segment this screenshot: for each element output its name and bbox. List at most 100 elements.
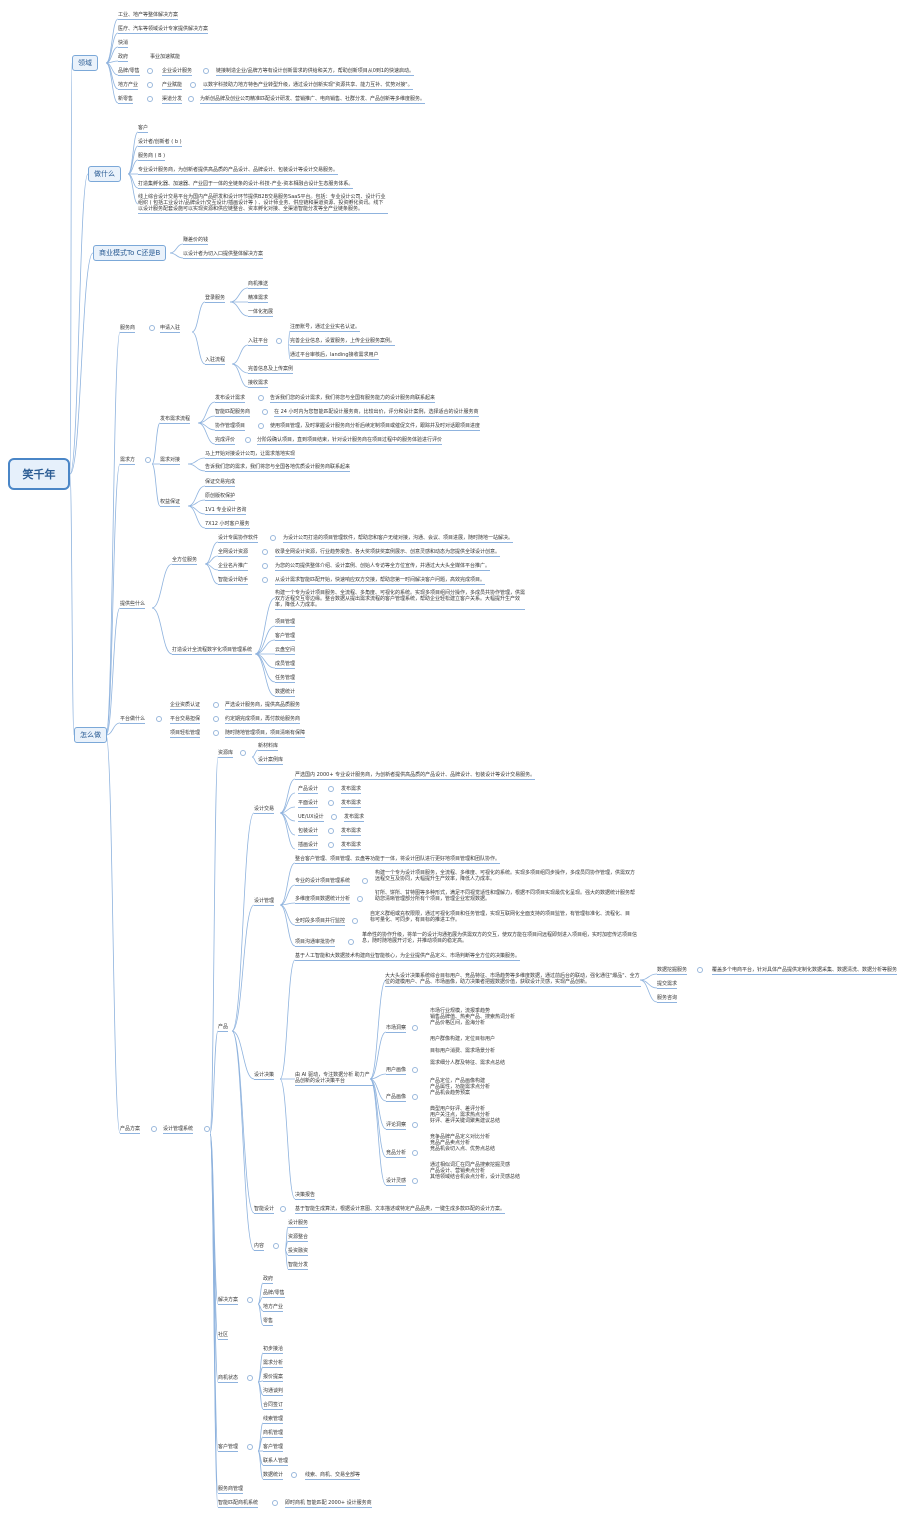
resource-item: 设计案例库 [258,757,284,765]
collapse-icon[interactable] [412,1122,418,1128]
what-item-2: 设计者/创新者 ( b ) [138,139,182,147]
full-service-node: 全方位服务 [172,557,198,565]
collapse-icon[interactable] [328,800,334,806]
collapse-icon[interactable] [348,939,354,945]
root-node[interactable]: 笑千年 [8,458,70,490]
collapse-icon[interactable] [328,828,334,834]
collapse-icon[interactable] [412,1025,418,1031]
connector-line [151,422,161,465]
publish-button[interactable]: 发布需求 [341,786,362,794]
collapse-icon[interactable] [412,1094,418,1100]
connector-line [231,812,255,1032]
manage-item-desc: 构建一个专为设计项目服务，全流程、多维度、可视化的系统。实现多项目组同步操作，多… [375,870,636,882]
collapse-icon[interactable] [213,716,219,722]
manage-desc: 整合客户管理、项目管理、云盘等功能于一体，将设计团队进行更好地项目管理和团队协作… [295,856,501,864]
collapse-icon[interactable] [213,702,219,708]
connector-line [279,862,296,906]
collapse-icon[interactable] [213,730,219,736]
pm-item: 数据统计 [275,689,296,697]
collapse-icon[interactable] [272,1500,278,1506]
analysis-node: 竞品分析 [386,1150,407,1158]
collapse-icon[interactable] [331,814,337,820]
collapse-icon[interactable] [247,1375,253,1381]
connector-line [279,904,296,926]
solution-item: 零售 [263,1318,274,1326]
customer-item: 数据统计 [263,1472,284,1480]
platform-do-node: 平台做什么 [120,716,146,724]
connector-line [279,778,296,814]
collapse-icon[interactable] [262,409,268,415]
collapse-icon[interactable] [147,96,153,102]
platform-item: 企业资质认证 [170,702,201,710]
branch-how[interactable]: 怎么做 [74,727,107,743]
collapse-icon[interactable] [240,750,246,756]
collapse-icon[interactable] [328,786,334,792]
collapse-icon[interactable] [156,716,162,722]
collapse-icon[interactable] [245,437,251,443]
collapse-icon[interactable] [262,563,268,569]
collapse-icon[interactable] [147,82,153,88]
collapse-icon[interactable] [412,1178,418,1184]
collapse-icon[interactable] [273,1243,279,1249]
publish-button[interactable]: 发布需求 [341,828,362,836]
gov-note: 事业加速赋能 [150,54,181,60]
collapse-icon[interactable] [204,1126,210,1132]
collapse-icon[interactable] [412,1150,418,1156]
step-desc: 使用项目管理，及时掌握设计服务商分析后续定制项目或催促文件，跟踪并及时对话跟项目… [270,423,481,431]
collapse-icon[interactable] [258,395,264,401]
trade-item: UE/UX设计 [298,814,324,822]
collapse-icon[interactable] [362,878,368,884]
collapse-icon[interactable] [328,842,334,848]
analysis-desc: 通过相似词汇在同产品搜索挖掘灵感 产品设计、营销卖点分析 其他领域结合机会点分析… [430,1162,521,1180]
manage-item-desc: 钉所、饼所、甘特图等多种形式，满足不同视觉适性和理解力，根据不同项目实现最优化呈… [375,890,636,902]
trade-desc: 严选国内 2000+ 专业设计服务商，为创新者提供高品质的产品设计、品牌设计、包… [295,772,536,780]
publish-button[interactable]: 发布需求 [341,800,362,808]
collapse-icon[interactable] [203,68,209,74]
connector-line [639,973,658,981]
collapse-icon[interactable] [352,918,358,924]
connector-line [254,639,276,655]
connector-line [209,1132,219,1383]
branch-domain[interactable]: 领域 [72,55,98,71]
solution-item: 品牌/零售 [263,1290,285,1298]
branch-model[interactable]: 商业模式To C还是B [93,245,167,261]
ai-right-item: 服务咨询 [657,995,678,1003]
collapse-icon[interactable] [357,896,363,902]
collapse-icon[interactable] [270,535,276,541]
collapse-icon[interactable] [147,68,153,74]
publish-button[interactable]: 发布需求 [344,814,365,822]
collapse-icon[interactable] [190,82,196,88]
match-node: 智能匹配商机系统 [218,1500,259,1508]
collapse-icon[interactable] [276,338,282,344]
step-1: 发布设计需求 [215,395,246,403]
connector-line [105,18,119,64]
collapse-icon[interactable] [697,967,703,973]
collapse-icon[interactable] [258,423,264,429]
analysis-node: 用户画像 [386,1067,407,1075]
collapse-icon[interactable] [247,1297,253,1303]
analysis-desc: 竞争品牌产品定义对比分析 竞品产品卖点分析 竞品机会切入点、优势点总结 [430,1134,496,1152]
collapse-icon[interactable] [291,1472,297,1478]
step-desc: 分阶段确认项目，直到项目结束，针对设计服务商在项目过程中的服务体验进行评价 [257,437,443,445]
collapse-icon[interactable] [145,457,151,463]
step-4: 完成评价 [215,437,236,445]
branch-what[interactable]: 做什么 [88,166,121,182]
publish-button[interactable]: 发布需求 [341,842,362,850]
collapse-icon[interactable] [247,1444,253,1450]
collapse-icon[interactable] [149,325,155,331]
receive-node: 接收需求 [248,380,269,388]
collapse-icon[interactable] [262,549,268,555]
collapse-icon[interactable] [262,577,268,583]
connector-line [639,979,658,1003]
system-node: 设计管理系统 [163,1126,194,1134]
collapse-icon[interactable] [280,1206,286,1212]
collapse-icon[interactable] [188,96,194,102]
customer-item: 联系人管理 [263,1458,289,1466]
connector-line [69,473,75,736]
platform-step: 注册账号，通过企业实名认证。 [290,324,361,332]
collapse-icon[interactable] [151,1126,157,1132]
collapse-icon[interactable] [412,1067,418,1073]
connector-line [209,1030,219,1134]
connector-line [105,722,121,736]
